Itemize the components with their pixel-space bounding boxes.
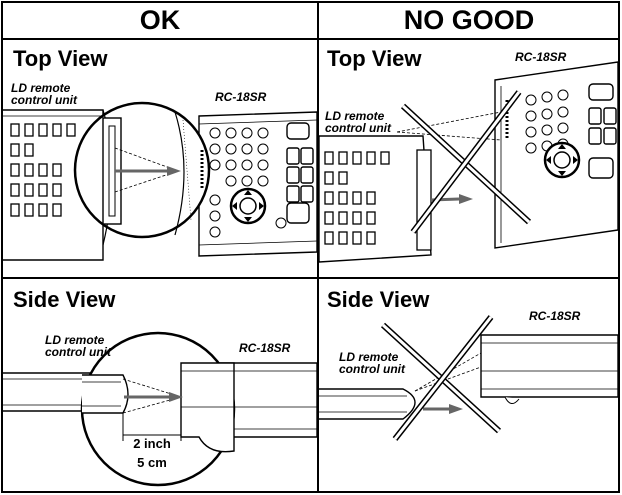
panel-side-view-no-good: Side View LD remote control unit RC-18SR <box>319 279 618 491</box>
side-view-ok-ld-label-line1: LD remote <box>45 333 105 347</box>
top-view-ok-illustration <box>3 101 317 261</box>
top-view-no-good-ld-label-line1: LD remote <box>325 109 385 123</box>
header-no-good: NO GOOD <box>403 5 535 35</box>
side-view-no-good-title: Side View <box>327 287 430 312</box>
top-view-ok-ld-label-line2: control unit <box>11 93 77 107</box>
side-view-no-good-model-label: RC-18SR <box>529 309 581 323</box>
side-view-ok-title: Side View <box>13 287 116 312</box>
top-view-no-good-model-label: RC-18SR <box>515 50 567 64</box>
top-view-no-good-illustration <box>319 61 618 263</box>
panel-top-view-no-good: Top View LD remote control unit RC-18SR <box>319 40 618 277</box>
side-view-ok-model-label: RC-18SR <box>239 341 291 355</box>
panel-side-view-ok: Side View LD remote control unit RC-18SR… <box>3 279 317 491</box>
top-view-no-good-title: Top View <box>327 46 422 71</box>
side-view-ok-distance-cm: 5 cm <box>137 455 167 470</box>
side-view-ok-distance-inch: 2 inch <box>133 436 171 451</box>
header-ok: OK <box>139 5 181 35</box>
side-view-no-good-ld-label-line2: control unit <box>339 362 405 376</box>
top-view-ok-ld-label-line1: LD remote <box>11 81 71 95</box>
side-view-no-good-ld-label-line1: LD remote <box>339 350 399 364</box>
top-view-no-good-ld-label-line2: control unit <box>325 121 391 135</box>
panel-top-view-ok: Top View LD remote control unit RC-18SR <box>3 40 317 277</box>
side-view-ok-ld-label-line2: control unit <box>45 345 111 359</box>
top-view-ok-model-label: RC-18SR <box>215 90 267 104</box>
top-view-ok-title: Top View <box>13 46 108 71</box>
side-view-no-good-illustration <box>319 315 618 441</box>
side-view-ok-illustration <box>3 331 317 487</box>
